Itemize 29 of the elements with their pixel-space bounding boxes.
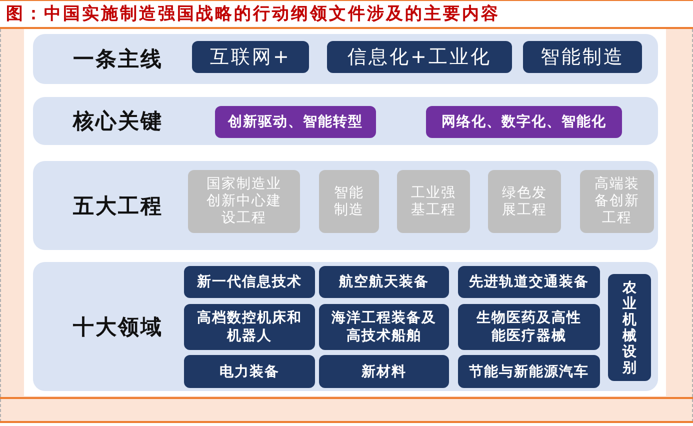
topic-box: 智能制造 [523,41,642,73]
key-box: 网络化、数字化、智能化 [426,106,622,138]
row-heading: 十大领域 [73,314,163,340]
topic-box: 互联网+ [192,41,309,73]
row-panel [33,262,658,391]
topic-box: 信息化+工业化 [327,41,512,73]
row-panel [33,161,658,250]
row-panel [33,97,658,145]
project-box: 高端装备创新工程 [580,170,654,233]
field-box: 新一代信息技术 [184,266,315,298]
project-box: 绿色发展工程 [488,170,561,233]
project-box: 国家制造业创新中心建设工程 [188,170,300,233]
field-box: 生物医药及高性能医疗器械 [458,304,600,350]
row-panel [33,34,658,84]
row-heading: 核心关键 [73,108,163,134]
field-box: 先进轨道交通装备 [458,266,600,298]
row-heading: 五大工程 [73,193,163,219]
field-box: 海洋工程装备及高技术船舶 [319,304,449,350]
row-heading: 一条主线 [73,46,163,72]
project-box: 智能制造 [319,170,379,233]
field-box: 农业机械设别 [608,274,651,381]
field-box: 航空航天装备 [319,266,449,298]
key-box: 创新驱动、智能转型 [215,106,376,138]
field-box: 节能与新能源汽车 [458,355,600,388]
field-box: 高档数控机床和机器人 [184,304,315,350]
field-box: 电力装备 [184,355,315,388]
field-box: 新材料 [319,355,449,388]
figure-title: 图：中国实施制造强国战略的行动纲领文件涉及的主要内容 [6,3,500,25]
project-box: 工业强基工程 [397,170,470,233]
